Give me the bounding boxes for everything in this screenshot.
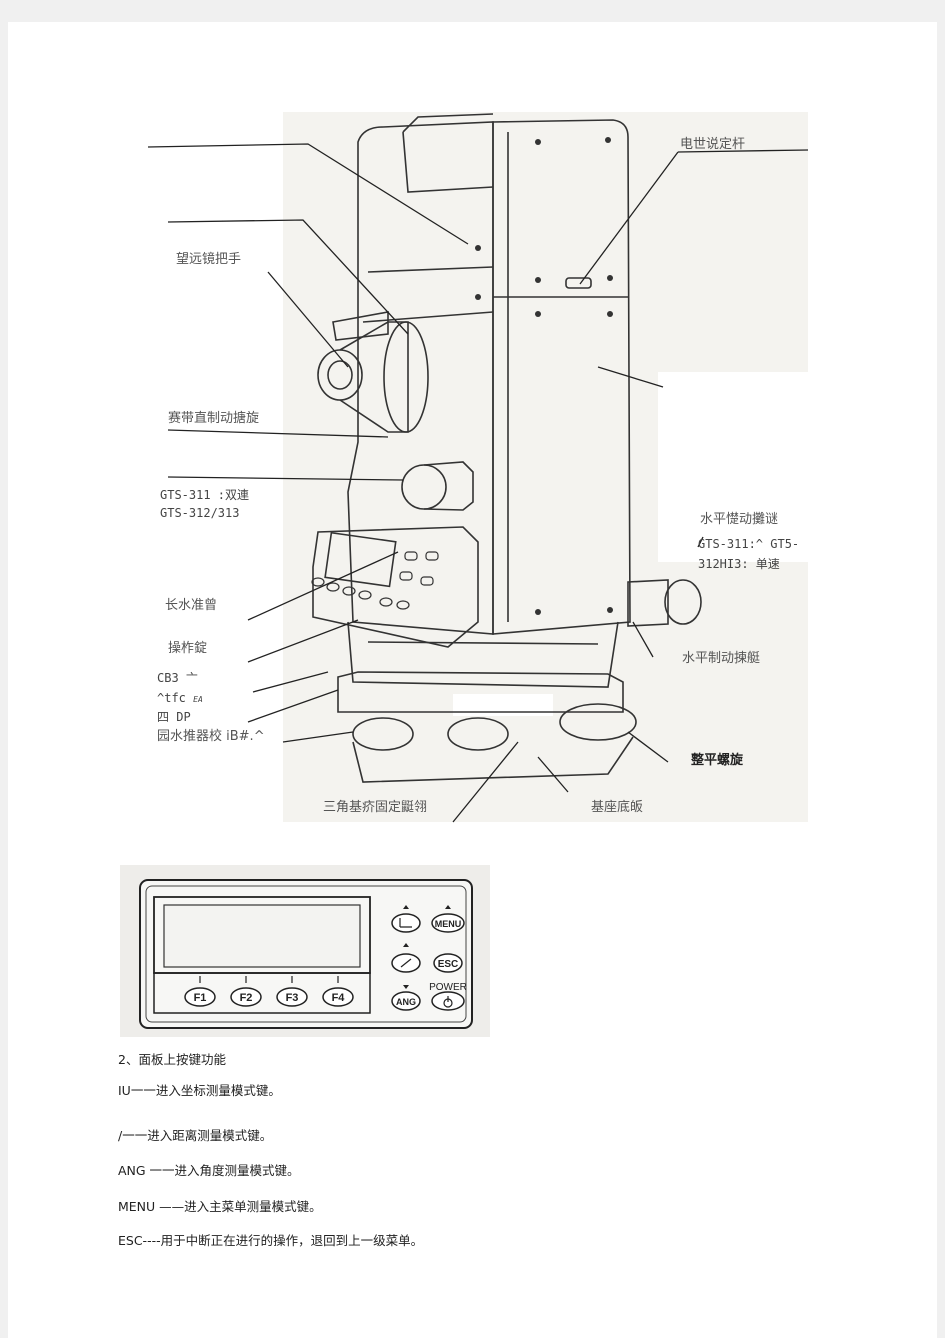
label-cb3: CB3 亠 [157,671,198,685]
key-f4: F4 [332,992,346,1004]
key-desc-coordinate: IU一一进入坐标测量模式键。 [118,1083,281,1098]
key-desc-distance: /一一进入距离测量模式键。 [118,1128,273,1143]
label-circular-level: 园水推器校 iB#.^ [157,729,265,744]
key-f1: F1 [194,992,207,1004]
label-keyboard: 操柞錠 [168,641,208,656]
distance-icon [400,958,412,968]
label-telescope-handle: 望远镜把手 [176,252,242,267]
section-heading: 2、面板上按键功能 [118,1052,226,1067]
key-f3: F3 [286,992,299,1004]
document-page: 电世说定杆 望远镜把手 赛带直制动搪旋 GTS-311 :双連 GTS-312/… [8,22,937,1338]
instrument-illustration [147,112,813,823]
power-label: POWER [429,982,467,993]
label-plate-level: 长水准曾 [165,598,218,613]
label-tribrach-lock: 三角基疥固定鼮翎 [323,800,428,815]
label-horizontal-tangent: 水平憷动攤谜 [700,512,779,527]
key-desc-esc: ESC----用于中断正在进行的操作，退回到上一级菜单。 [118,1233,424,1248]
key-ang: ANG [396,997,416,1007]
key-desc-angle: ANG 一一进入角度测量模式键。 [118,1163,300,1178]
label-horizontal-clamp: 水平制动揀艇 [682,651,761,666]
label-gts311-a: GTS-311 :双連 [160,488,250,502]
label-gts311-b: GTS-311:^ GT5- [698,537,800,551]
label-leveling-screw: 整平螺旋 [691,753,744,768]
label-vertical-clamp: 赛带直制动搪旋 [168,411,260,426]
label-gts312-a: GTS-312/313 [160,506,240,520]
label-dp: 四 DP [157,710,191,724]
key-esc: ESC [438,959,459,970]
label-battery-lock: 电世说定杆 [680,137,746,152]
label-tfc: ^tfc EA [157,691,203,705]
key-menu: MENU [435,919,462,929]
key-desc-menu: MENU ——进入主菜单测量模式键。 [118,1199,322,1214]
keyboard-panel-illustration: F1 F2 F3 F4 MENU ESC ANG POWER [120,865,490,1037]
coordinate-icon [399,918,412,928]
label-base-plate: 基座底皈 [591,800,644,815]
key-f2: F2 [240,992,253,1004]
label-gts312-b: 312HI3: 单速 [698,557,780,571]
